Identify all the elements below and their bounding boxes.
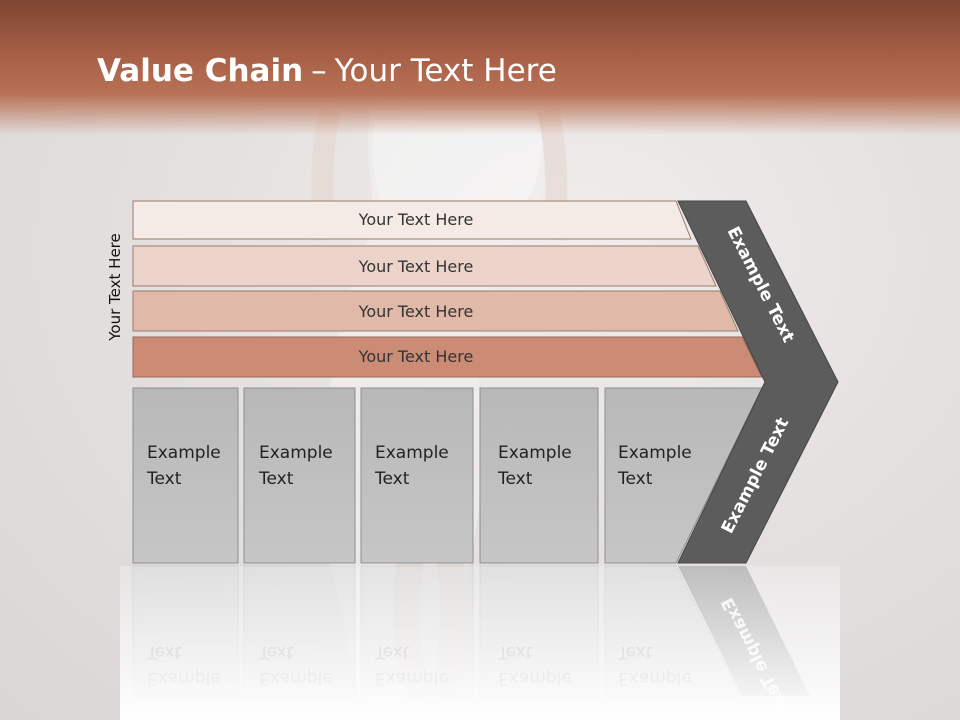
box-2-line1: Example — [259, 443, 333, 463]
box-5-line1: Example — [618, 443, 692, 463]
box-5: Example Text — [604, 387, 763, 564]
reflection-fade — [120, 566, 840, 720]
box-1-line2: Text — [146, 469, 182, 489]
row-bar-2-label: Your Text Here — [358, 257, 474, 276]
box-4-line2: Text — [497, 469, 533, 489]
title-rest: Your Text Here — [334, 53, 557, 89]
box-3: Example Text — [360, 387, 474, 564]
row-bar-3-label: Your Text Here — [358, 302, 474, 321]
box-1: Example Text — [132, 387, 239, 564]
row-bar-4-label: Your Text Here — [358, 347, 474, 366]
box-1-line1: Example — [147, 443, 221, 463]
row-bar-1-label: Your Text Here — [358, 210, 474, 229]
page-title: Value Chain–Your Text Here — [97, 53, 557, 89]
box-4: Example Text — [479, 387, 599, 564]
row-bar-3: Your Text Here — [132, 290, 739, 332]
row-bar-2: Your Text Here — [132, 245, 717, 287]
row-bar-1: Your Text Here — [132, 200, 692, 240]
box-2: Example Text — [243, 387, 356, 564]
box-3-line1: Example — [375, 443, 449, 463]
title-main: Value Chain — [97, 53, 304, 89]
box-5-line2: Text — [617, 469, 653, 489]
row-bar-4: Your Text Here — [132, 336, 763, 378]
box-4-line1: Example — [498, 443, 572, 463]
title-separator: – — [311, 53, 327, 89]
box-3-line2: Text — [374, 469, 410, 489]
title-banner — [0, 0, 960, 135]
box-2-line2: Text — [258, 469, 294, 489]
